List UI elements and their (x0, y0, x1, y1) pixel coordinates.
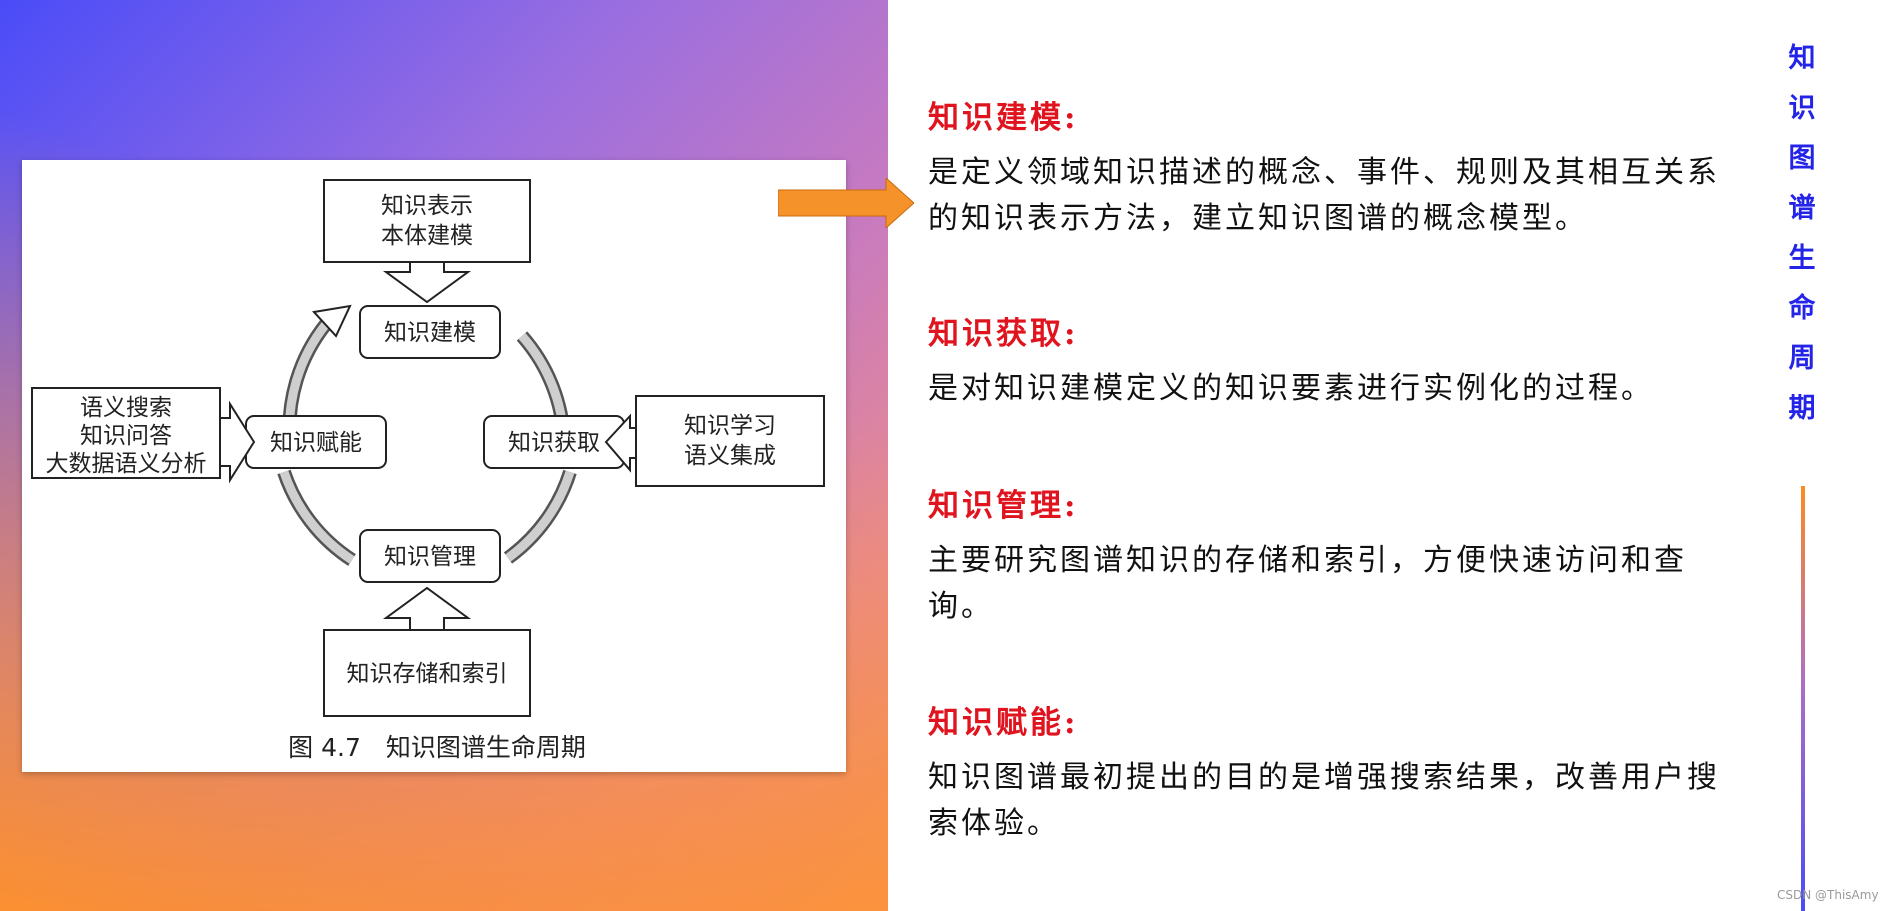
left-output-line1: 语义搜索 (80, 395, 172, 421)
left-arrow-right-input (604, 413, 637, 473)
section-knowledge-management: 知识管理: 主要研究图谱知识的存储和索引，方便快速访问和查询。 (928, 486, 1728, 630)
up-arrow-bottom (382, 586, 472, 631)
figure-caption: 图 4.7 知识图谱生命周期 (288, 733, 586, 762)
ring-arc-fill-3 (505, 470, 575, 562)
section-title: 知识赋能: (928, 705, 1079, 741)
right-input-line1: 知识学习 (684, 413, 776, 439)
acquisition-label: 知识获取 (508, 430, 600, 456)
section-body: 是对知识建模定义的知识要素进行实例化的过程。 (928, 371, 1654, 406)
lifecycle-diagram: 知识表示 本体建模 知识建模 知识获取 知识管理 知识赋能 语义搜索 知识问答 … (31, 179, 825, 762)
section-title: 知识获取: (928, 316, 1079, 352)
section-body: 主要研究图谱知识的存储和索引，方便快速访问和查询。 (928, 543, 1687, 624)
management-label: 知识管理 (384, 544, 476, 570)
side-title-char: 识 (1788, 93, 1816, 124)
section-knowledge-modeling: 知识建模: 是定义领域知识描述的概念、事件、规则及其相互关系的知识表示方法，建立… (928, 98, 1728, 242)
right-arrow-left-output (219, 400, 256, 484)
side-title-char: 知 (1788, 43, 1816, 74)
section-knowledge-enablement: 知识赋能: 知识图谱最初提出的目的是增强搜索结果，改善用户搜索体验。 (928, 703, 1728, 847)
side-title-char: 图 (1788, 143, 1816, 174)
side-title-char: 周 (1788, 343, 1816, 374)
side-title-char: 生 (1788, 243, 1816, 274)
management-box (359, 529, 501, 583)
side-title-char: 谱 (1788, 193, 1816, 224)
pointer-arrow-icon (778, 178, 914, 228)
lifecycle-figure: 知识表示 本体建模 知识建模 知识获取 知识管理 知识赋能 语义搜索 知识问答 … (22, 160, 846, 772)
modeling-box (359, 305, 501, 359)
top-input-line2: 本体建模 (381, 223, 473, 249)
left-output-line2: 知识问答 (80, 423, 172, 449)
ring-arrowhead-top (312, 304, 352, 338)
section-body: 是定义领域知识描述的概念、事件、规则及其相互关系的知识表示方法，建立知识图谱的概… (928, 155, 1720, 236)
watermark: CSDN @ThisAmy (1777, 888, 1879, 902)
bottom-input-box (323, 629, 531, 717)
left-output-line3: 大数据语义分析 (46, 451, 207, 477)
top-input-box (323, 179, 531, 263)
right-input-box (635, 395, 825, 487)
bottom-input-label: 知识存储和索引 (347, 661, 508, 687)
vertical-side-title: 知 识 图 谱 生 命 周 期 (1785, 34, 1819, 434)
side-title-char: 期 (1788, 393, 1816, 424)
left-output-box (31, 387, 221, 479)
modeling-label: 知识建模 (384, 320, 476, 346)
section-title: 知识建模: (928, 100, 1079, 136)
vertical-accent-line (1801, 486, 1805, 911)
enablement-label: 知识赋能 (270, 430, 362, 456)
down-arrow-top (382, 261, 472, 304)
ring-arc-bottom-left (277, 469, 356, 566)
right-input-line2: 语义集成 (684, 443, 776, 469)
top-input-line1: 知识表示 (381, 193, 473, 219)
section-title: 知识管理: (928, 488, 1079, 524)
ring-arc-fill-4 (279, 470, 355, 564)
section-body: 知识图谱最初提出的目的是增强搜索结果，改善用户搜索体验。 (928, 760, 1720, 841)
section-knowledge-acquisition: 知识获取: 是对知识建模定义的知识要素进行实例化的过程。 (928, 314, 1728, 412)
side-title-char: 命 (1788, 293, 1816, 324)
